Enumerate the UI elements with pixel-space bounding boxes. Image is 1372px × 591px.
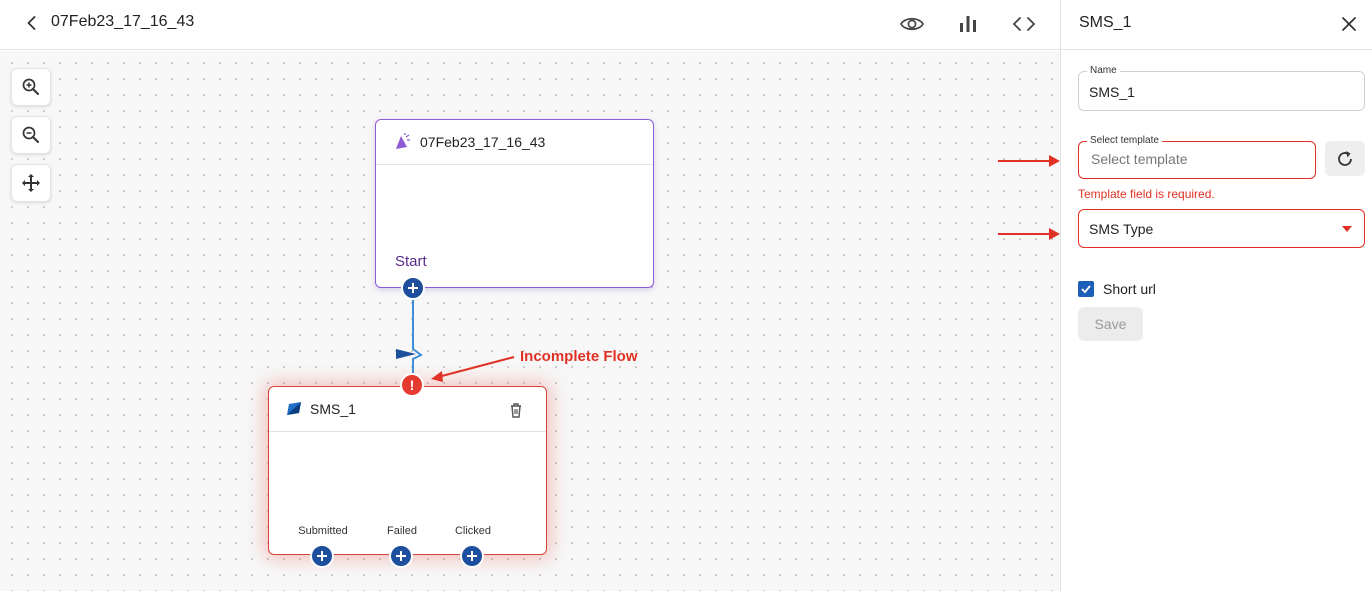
- add-submitted-button[interactable]: [310, 544, 334, 568]
- output-label-clicked: Clicked: [454, 525, 492, 537]
- back-icon[interactable]: [22, 13, 42, 33]
- code-icon[interactable]: [1011, 11, 1037, 37]
- start-label: Start: [395, 253, 427, 270]
- name-field-label: Name: [1087, 65, 1120, 76]
- plus-icon: [408, 283, 418, 293]
- annotation-arrow: [431, 356, 515, 382]
- sms-type-select[interactable]: SMS Type: [1078, 209, 1365, 248]
- start-node[interactable]: 07Feb23_17_16_43 Start: [375, 119, 654, 288]
- plus-icon: [467, 551, 477, 561]
- trash-icon[interactable]: [508, 402, 524, 418]
- sms-node[interactable]: SMS_1 Submitted Failed Clicked: [268, 386, 547, 555]
- bar-chart-icon[interactable]: [955, 11, 981, 37]
- sms-node-header: SMS_1: [269, 387, 546, 432]
- template-input[interactable]: [1091, 151, 1301, 167]
- flow-canvas[interactable]: 07Feb23_17_16_43 Start Incomplete Flow S…: [0, 51, 1060, 591]
- refresh-icon: [1338, 150, 1352, 166]
- chevron-down-icon: [1342, 226, 1352, 232]
- flow-title: 07Feb23_17_16_43: [51, 13, 195, 30]
- output-label-failed: Failed: [387, 525, 417, 537]
- plus-icon: [396, 551, 406, 561]
- short-url-checkbox[interactable]: [1078, 281, 1094, 297]
- start-node-title: 07Feb23_17_16_43: [420, 134, 546, 150]
- close-icon[interactable]: [1340, 15, 1358, 33]
- start-node-header: 07Feb23_17_16_43: [376, 120, 653, 165]
- refresh-templates-button[interactable]: [1325, 141, 1365, 176]
- add-step-button[interactable]: [401, 276, 425, 300]
- template-field-label: Select template: [1087, 135, 1162, 146]
- sms-icon: [287, 402, 301, 415]
- sms-type-arrow: [998, 228, 1060, 240]
- plus-icon: [317, 551, 327, 561]
- add-failed-button[interactable]: [389, 544, 413, 568]
- flag-icon: [396, 349, 416, 359]
- check-icon: [1081, 285, 1091, 294]
- zoom-out-icon: [22, 126, 39, 143]
- zoom-out-button[interactable]: [11, 116, 51, 154]
- campaign-icon: [396, 133, 410, 149]
- panel-header: SMS_1: [1061, 0, 1372, 50]
- template-field[interactable]: Select template: [1078, 135, 1316, 179]
- sms-type-value: SMS Type: [1089, 221, 1154, 237]
- properties-panel: SMS_1 Name SMS_1 Select template Templat…: [1060, 0, 1372, 591]
- incomplete-flow-annotation: Incomplete Flow: [520, 348, 638, 365]
- warning-icon: !: [400, 373, 424, 397]
- add-clicked-button[interactable]: [460, 544, 484, 568]
- name-field-value[interactable]: SMS_1: [1089, 84, 1135, 100]
- template-error-message: Template field is required.: [1078, 187, 1215, 201]
- template-arrow: [998, 155, 1060, 167]
- name-field[interactable]: Name SMS_1: [1078, 65, 1365, 111]
- top-bar: 07Feb23_17_16_43: [0, 0, 1060, 50]
- short-url-label: Short url: [1103, 281, 1156, 297]
- flow-connector: [396, 287, 423, 373]
- panel-title: SMS_1: [1079, 14, 1132, 31]
- sms-node-title: SMS_1: [310, 401, 356, 417]
- output-label-submitted: Submitted: [298, 525, 348, 537]
- save-button[interactable]: Save: [1078, 307, 1143, 341]
- eye-icon[interactable]: [899, 11, 925, 37]
- zoom-in-button[interactable]: [11, 68, 51, 106]
- zoom-in-icon: [22, 78, 39, 95]
- fit-view-button[interactable]: [11, 164, 51, 202]
- fit-view-icon: [22, 174, 40, 192]
